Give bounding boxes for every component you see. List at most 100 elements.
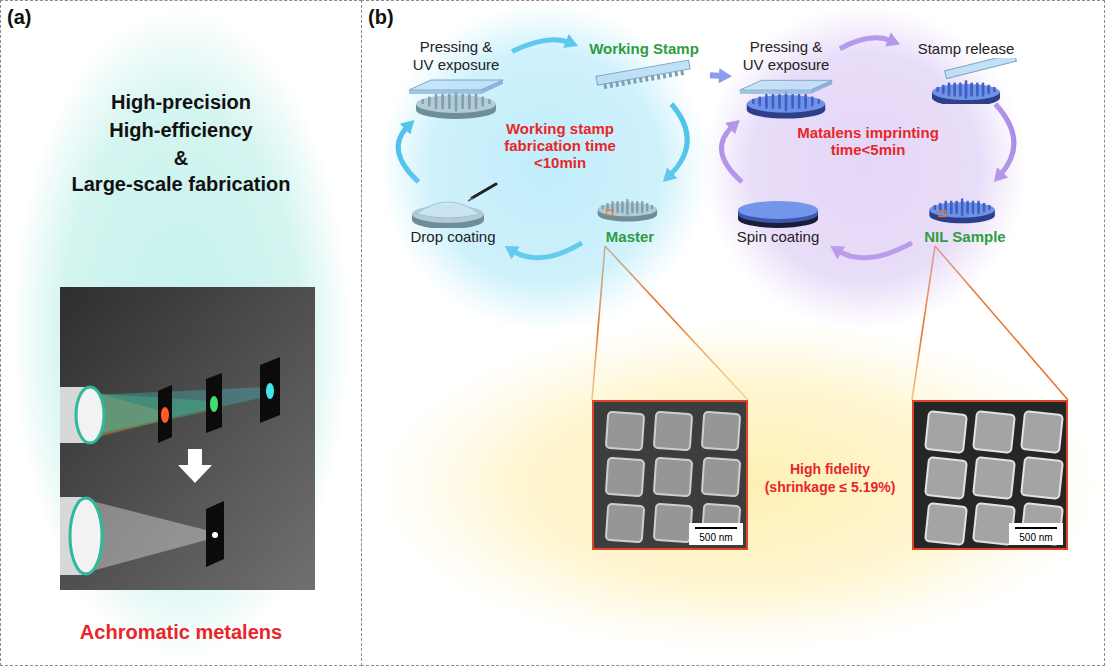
step-icon-part — [972, 209, 974, 214]
step-icon-part — [740, 90, 811, 94]
metalens-illustration-part — [60, 287, 315, 590]
step-icon-part — [993, 87, 995, 92]
step-icon-part — [945, 58, 1017, 79]
step-icon-part — [416, 202, 480, 218]
step-icon-part — [818, 99, 820, 104]
step-icon-part — [602, 205, 604, 209]
metalens-illustration-part — [70, 498, 102, 574]
step-icon — [582, 182, 678, 228]
step-icon-part-part — [609, 83, 613, 88]
step-icon-part — [966, 209, 968, 214]
scale-bar-line — [695, 527, 737, 529]
metalens-illustration-part — [76, 387, 104, 443]
step-icon-part — [621, 209, 623, 213]
step-icon-part-part — [633, 78, 637, 83]
step-icon-part — [959, 91, 961, 96]
step-icon-part-part — [651, 75, 655, 80]
panel-label: (a) — [7, 6, 31, 29]
metalens-illustration-part — [158, 385, 172, 443]
step-icon-part — [651, 205, 653, 209]
step-label: Stamp release — [900, 40, 1032, 58]
metalens-illustration-part — [266, 383, 274, 399]
sem-micrograph-part — [925, 411, 967, 453]
step-icon-part — [641, 209, 643, 213]
imprint-cycle: Matalens imprinting time<5minPressing & … — [700, 4, 1030, 330]
process-step: Drop coating — [395, 182, 511, 246]
stamp-cycle: Working stamp fabrication time <10minPre… — [378, 2, 712, 332]
step-icon-part-part — [615, 82, 619, 87]
metalens-illustration-part — [212, 532, 218, 538]
step-icon — [912, 182, 1018, 228]
step-label: Spin coating — [720, 228, 836, 246]
step-icon — [578, 58, 710, 104]
step-icon-part — [738, 201, 818, 219]
step-icon-part — [759, 101, 761, 106]
feature-line: High-precision — [12, 90, 350, 114]
sem-micrograph-part — [606, 412, 644, 450]
sem-micrograph-part — [654, 412, 692, 450]
sem-micrograph-part — [925, 457, 967, 499]
cycle-time: Working stamp fabrication time <10min — [493, 120, 627, 171]
process-step: Stamp release — [900, 40, 1032, 104]
step-icon-part — [798, 104, 800, 109]
step-icon-part — [939, 211, 946, 217]
step-icon — [720, 182, 836, 228]
step-icon-part — [811, 80, 833, 94]
step-icon — [900, 58, 1032, 104]
step-icon-part — [475, 104, 477, 109]
step-icon-part — [422, 99, 424, 104]
step-icon-part-part — [945, 58, 1017, 79]
step-icon-part — [983, 207, 985, 212]
fidelity-note: High fidelity (shrinkage ≤ 5.19%) — [754, 460, 906, 496]
scale-bar-line — [1015, 527, 1057, 529]
step-icon-part — [971, 91, 973, 96]
step-icon-part — [929, 202, 995, 217]
step-icon-part-part — [680, 70, 684, 75]
step-icon-part — [462, 104, 464, 109]
step-icon-part — [428, 102, 430, 107]
step-icon-part — [409, 90, 481, 94]
step-icon-part — [988, 89, 990, 94]
step-icon-part — [804, 104, 806, 109]
step-icon-part — [988, 205, 990, 210]
step-icon-part — [631, 209, 633, 213]
step-icon-part — [646, 207, 648, 211]
metalens-illustration-part — [161, 407, 169, 423]
step-icon-part-part — [645, 76, 649, 81]
step-icon-part — [765, 104, 767, 109]
step-label: Master — [582, 228, 678, 246]
step-icon-part-part — [674, 71, 678, 76]
sem-micrograph-part — [702, 458, 740, 496]
step-icon-part-part — [668, 72, 672, 77]
result-title: Achromatic metalens — [12, 620, 350, 644]
step-icon-part — [954, 91, 956, 96]
step-icon-part-part — [657, 74, 661, 79]
metalens-illustration-part — [206, 501, 224, 567]
step-label: Drop coating — [395, 228, 511, 246]
sem-micrograph-part — [606, 504, 644, 542]
step-icon-part — [772, 104, 774, 109]
sem-micrograph-part — [925, 503, 967, 545]
step-icon-part — [791, 104, 793, 109]
sem-micrograph-part — [594, 402, 746, 548]
step-icon-part — [785, 106, 787, 111]
sem-micrograph-part — [973, 411, 1015, 453]
step-icon-part — [976, 91, 978, 96]
step-icon-part — [932, 84, 1000, 100]
step-icon-part — [616, 209, 618, 213]
step-icon-part — [752, 99, 754, 104]
step-icon-part-part — [627, 79, 631, 84]
step-icon-part — [948, 91, 950, 96]
process-step: Spin coating — [720, 182, 836, 246]
panel-frame: (b)Working stamp fabrication time <10min… — [361, 0, 1105, 666]
step-icon-part — [636, 209, 638, 213]
step-label: NIL Sample — [912, 228, 1018, 246]
step-icon-part — [778, 104, 780, 109]
step-icon-part — [596, 60, 691, 90]
scale-label: 500 nm — [689, 532, 743, 544]
step-icon-part — [606, 210, 612, 215]
step-icon-part — [977, 209, 979, 214]
step-icon-part — [937, 87, 939, 92]
sem-micrograph-part — [914, 402, 1066, 548]
